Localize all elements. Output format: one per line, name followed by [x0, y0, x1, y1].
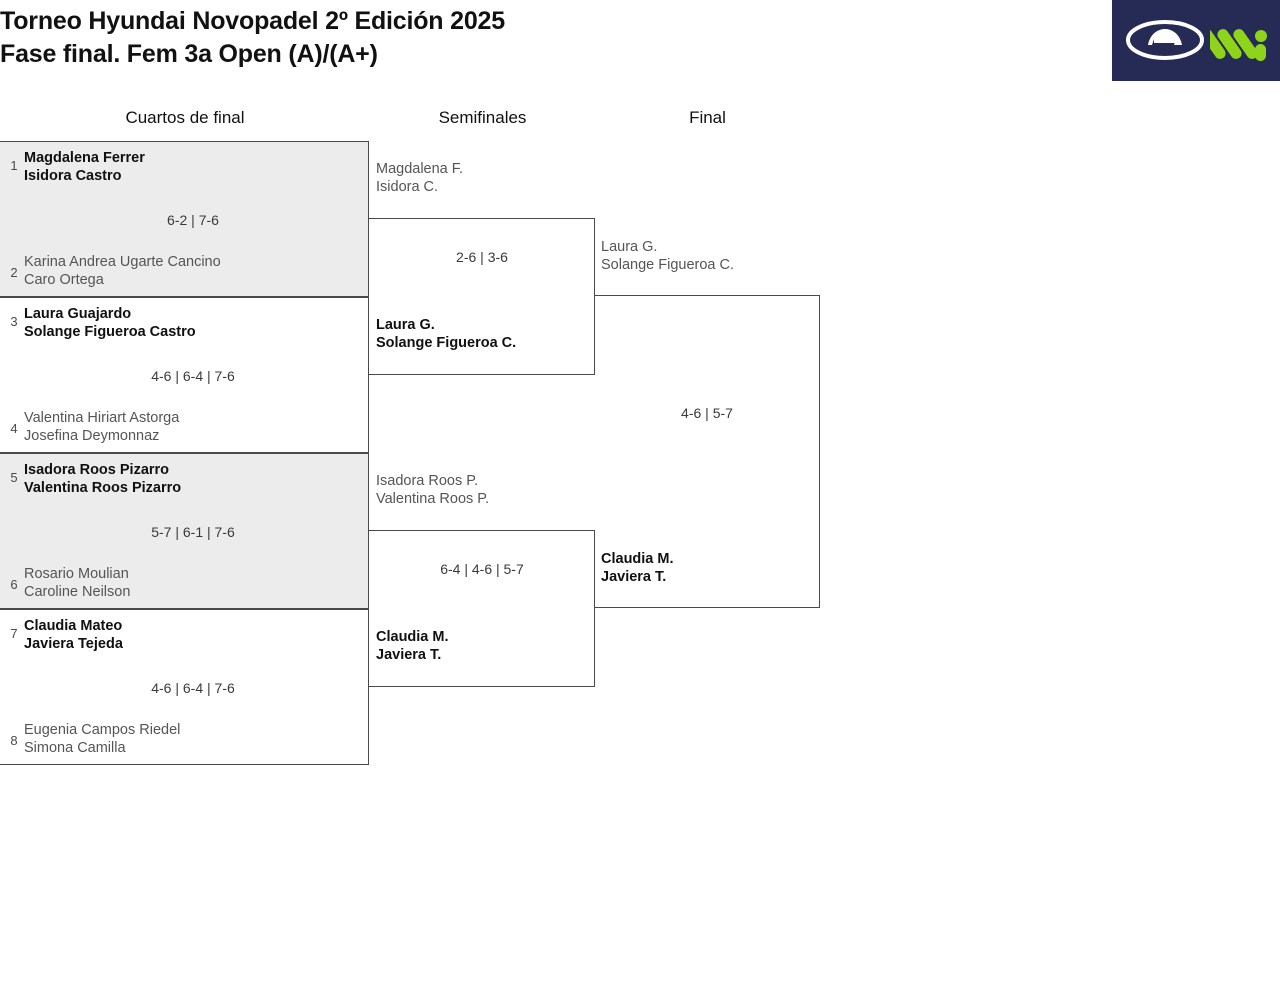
player-name: Solange Figueroa Castro: [24, 324, 196, 340]
semifinal-match-1[interactable]: [369, 218, 595, 375]
round-header-quarterfinals: Cuartos de final: [125, 108, 245, 127]
team-block[interactable]: Laura Guajardo Solange Figueroa Castro: [24, 305, 362, 341]
match-score: 5-7 | 6-1 | 7-6: [151, 524, 235, 540]
team-block[interactable]: Karina Andrea Ugarte Cancino Caro Ortega: [24, 253, 362, 289]
seed-number: 7: [10, 626, 18, 641]
round-header-final: Final: [689, 108, 726, 127]
seed-number: 8: [10, 733, 18, 748]
player-name: Valentina Hiriart Astorga: [24, 410, 180, 426]
semifinal-1-top-team[interactable]: Magdalena F. Isidora C.: [376, 160, 463, 196]
hyundai-logo-icon: [1126, 20, 1204, 60]
final-top-team[interactable]: Laura G. Solange Figueroa C.: [601, 238, 734, 274]
player-name: Laura G.: [376, 317, 435, 333]
team-block[interactable]: Isadora Roos Pizarro Valentina Roos Piza…: [24, 461, 362, 497]
player-name: Isadora Roos P.: [376, 473, 479, 489]
player-name: Isidora C.: [376, 179, 439, 195]
round-header-semifinals: Semifinales: [438, 108, 527, 127]
player-name: Javiera T.: [601, 569, 667, 585]
semifinal-1-bottom-team[interactable]: Laura G. Solange Figueroa C.: [376, 316, 516, 352]
semifinal-match-2[interactable]: [369, 530, 595, 687]
player-name: Josefina Deymonnaz: [24, 428, 160, 444]
player-name: Isadora Roos Pizarro: [24, 462, 170, 478]
player-name: Laura Guajardo: [24, 306, 132, 322]
page-header: Torneo Hyundai Novopadel 2º Edición 2025…: [0, 0, 1280, 82]
player-name: Simona Camilla: [24, 740, 126, 756]
player-name: Claudia Mateo: [24, 618, 123, 634]
match-score: 6-2 | 7-6: [167, 212, 219, 228]
quarterfinal-match-4[interactable]: 7 Claudia Mateo Javiera Tejeda 4-6 | 6-4…: [0, 609, 369, 765]
match-score: 6-4 | 4-6 | 5-7: [440, 561, 524, 577]
player-name: Isidora Castro: [24, 168, 122, 184]
match-score: 2-6 | 3-6: [456, 249, 508, 265]
player-name: Solange Figueroa C.: [376, 335, 517, 351]
match-score: 4-6 | 6-4 | 7-6: [151, 680, 235, 696]
final-bottom-team-champion[interactable]: Claudia M. Javiera T.: [601, 550, 674, 586]
seed-number: 4: [10, 421, 18, 436]
player-name: Valentina Roos P.: [376, 491, 490, 507]
quarterfinal-match-1[interactable]: 1 Magdalena Ferrer Isidora Castro 6-2 | …: [0, 141, 369, 297]
player-name: Laura G.: [601, 239, 658, 255]
player-name: Eugenia Campos Riedel: [24, 722, 181, 738]
player-name: Claudia M.: [376, 629, 449, 645]
team-block[interactable]: Eugenia Campos Riedel Simona Camilla: [24, 721, 362, 757]
player-name: Valentina Roos Pizarro: [24, 480, 182, 496]
novopadel-logo-icon: [1210, 29, 1267, 61]
page-title: Torneo Hyundai Novopadel 2º Edición 2025…: [0, 5, 505, 71]
tournament-category: Fase final. Fem 3a Open (A)/(A+): [0, 40, 378, 68]
player-name: Claudia M.: [601, 551, 674, 567]
player-name: Magdalena Ferrer: [24, 150, 145, 166]
seed-number: 1: [10, 158, 18, 173]
match-score: 4-6 | 6-4 | 7-6: [151, 368, 235, 384]
player-name: Javiera T.: [376, 647, 442, 663]
tournament-name: Torneo Hyundai Novopadel 2º Edición 2025: [0, 7, 505, 35]
team-block[interactable]: Valentina Hiriart Astorga Josefina Deymo…: [24, 409, 362, 445]
player-name: Javiera Tejeda: [24, 636, 123, 652]
quarterfinal-match-3[interactable]: 5 Isadora Roos Pizarro Valentina Roos Pi…: [0, 453, 369, 609]
player-name: Caro Ortega: [24, 272, 104, 288]
semifinal-2-bottom-team[interactable]: Claudia M. Javiera T.: [376, 628, 449, 664]
brand-banner: [1112, 0, 1280, 81]
player-name: Solange Figueroa C.: [601, 257, 734, 273]
player-name: Caroline Neilson: [24, 584, 131, 600]
seed-number: 3: [10, 314, 18, 329]
seed-number: 2: [10, 265, 18, 280]
team-block[interactable]: Rosario Moulian Caroline Neilson: [24, 565, 362, 601]
player-name: Magdalena F.: [376, 161, 464, 177]
seed-number: 6: [10, 577, 18, 592]
seed-number: 5: [10, 470, 18, 485]
quarterfinal-match-2[interactable]: 3 Laura Guajardo Solange Figueroa Castro…: [0, 297, 369, 453]
player-name: Karina Andrea Ugarte Cancino: [24, 254, 221, 270]
match-score: 4-6 | 5-7: [681, 405, 733, 421]
player-name: Rosario Moulian: [24, 566, 129, 582]
team-block[interactable]: Claudia Mateo Javiera Tejeda: [24, 617, 362, 653]
final-match[interactable]: [595, 295, 820, 608]
team-block[interactable]: Magdalena Ferrer Isidora Castro: [24, 149, 362, 185]
semifinal-2-top-team[interactable]: Isadora Roos P. Valentina Roos P.: [376, 472, 489, 508]
